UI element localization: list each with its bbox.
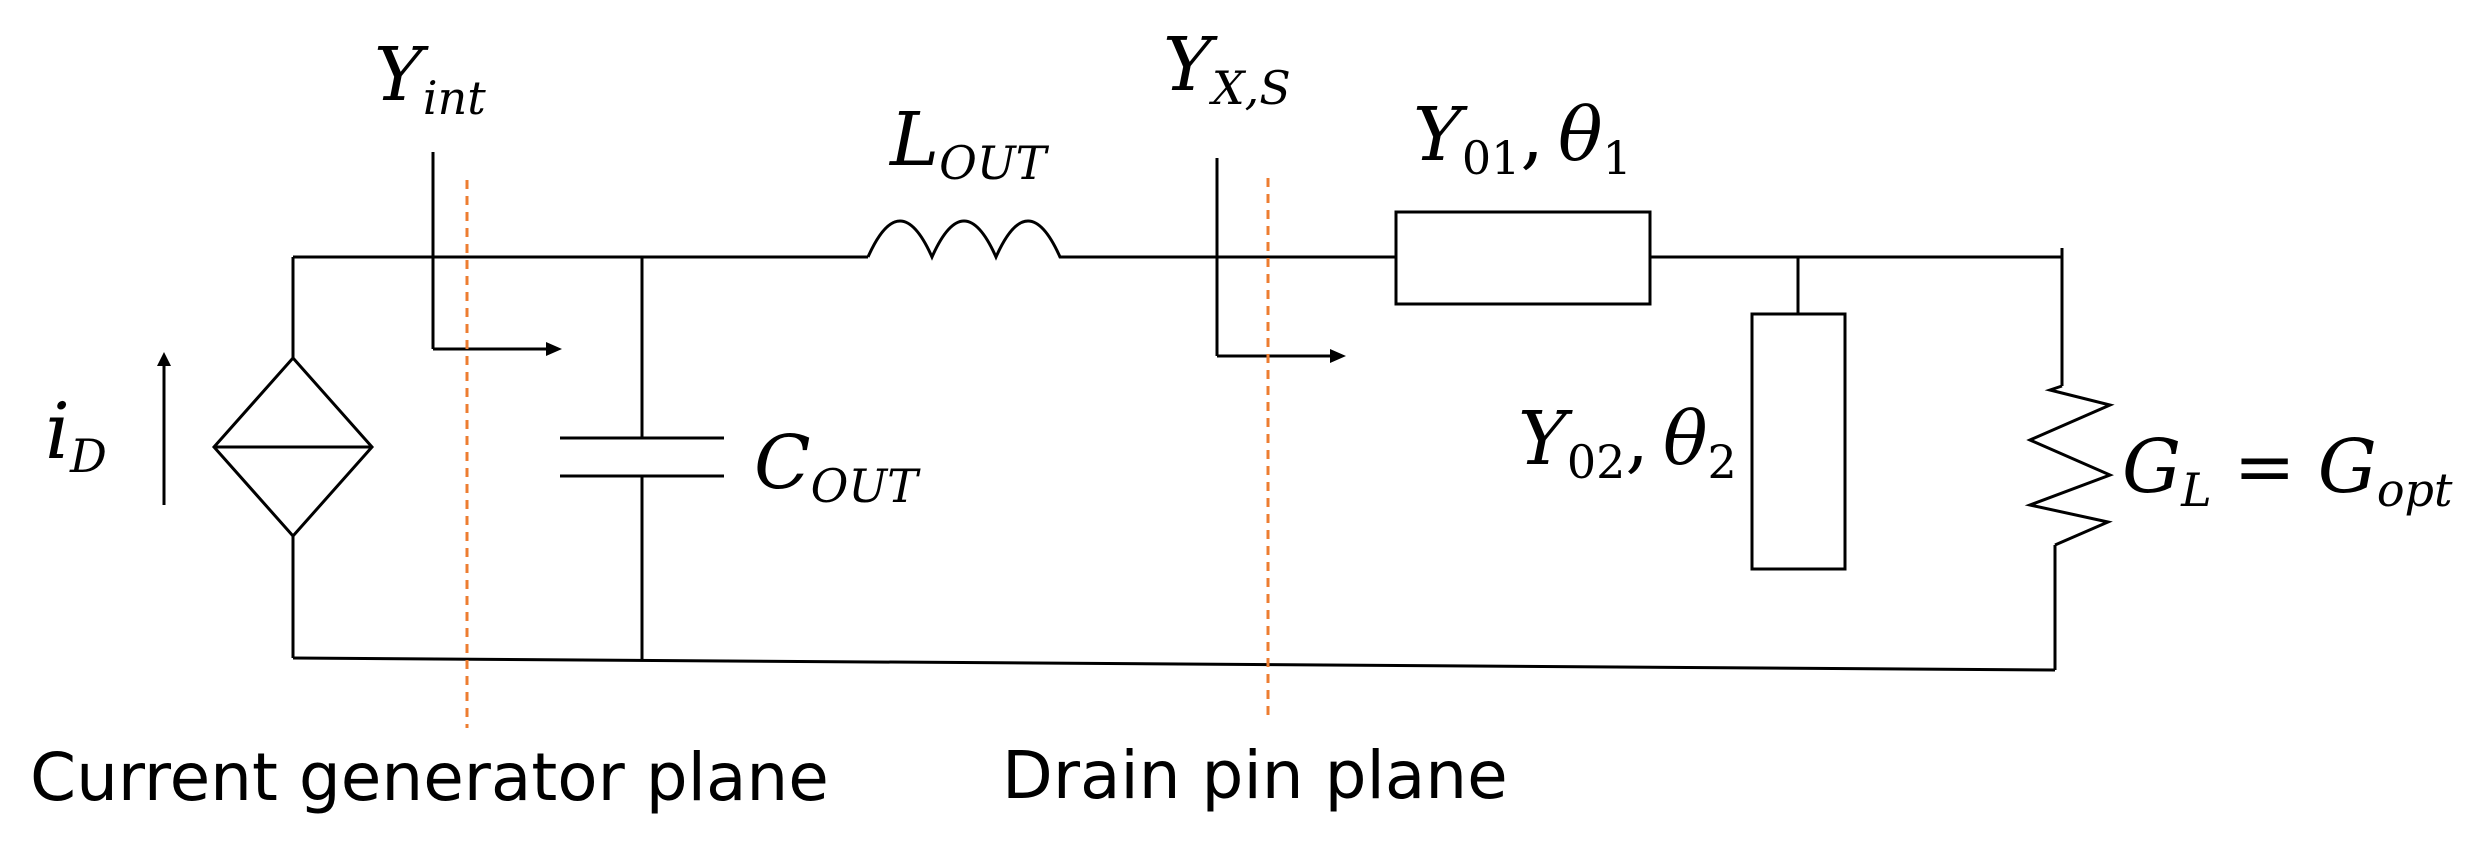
transmission-line-y01 <box>1394 210 1652 306</box>
y-int-arrow-head <box>546 342 562 356</box>
label-y-int: Yint <box>374 32 486 125</box>
bottom-wire <box>292 656 2056 672</box>
label-gl-gopt: GL=Gopt <box>2122 424 2453 517</box>
open-stub-y02 <box>1750 312 1847 571</box>
caption-current-generator-plane: Current generator plane <box>30 739 829 816</box>
label-l-out: LOUT <box>888 97 1050 190</box>
load-resistor-g-l <box>2024 384 2115 547</box>
label-y01-theta1: Y01,θ1 <box>1413 92 1632 185</box>
current-arrow-head <box>157 352 171 366</box>
label-y02-theta2: Y02,θ2 <box>1518 396 1737 489</box>
caption-drain-pin-plane: Drain pin plane <box>1002 737 1508 814</box>
label-i-d: iD <box>45 387 107 483</box>
inductor-l-out <box>866 219 1088 261</box>
label-c-out: COUT <box>754 420 921 513</box>
label-y-xs: YX,S <box>1163 22 1291 115</box>
y-xs-arrow-head <box>1330 349 1346 363</box>
